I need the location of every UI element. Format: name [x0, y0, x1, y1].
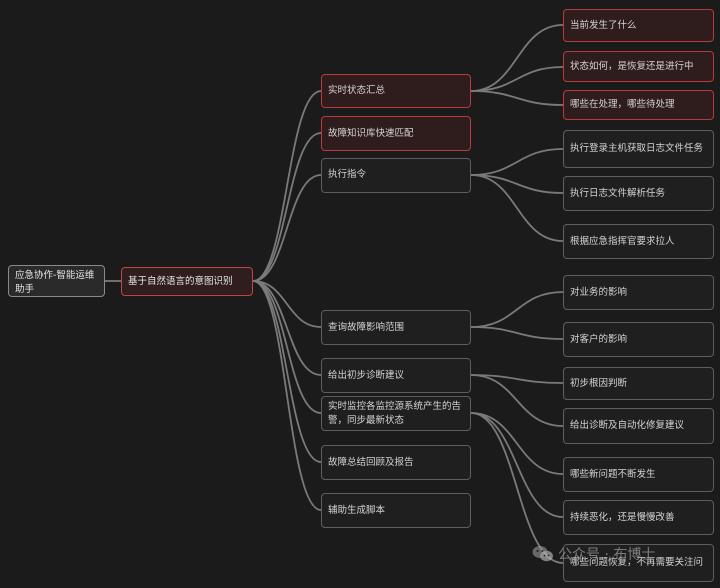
branch-node-fault-review[interactable]: 故障总结回顾及报告: [321, 445, 471, 480]
connector-center-branch: [252, 174, 322, 282]
branch-node-knowledge-match[interactable]: 故障知识库快速匹配: [321, 116, 471, 151]
connector-branch-leaf: [470, 24, 564, 92]
connector-branch-leaf: [470, 374, 564, 384]
branch-node-realtime-status[interactable]: 实时状态汇总: [321, 74, 471, 108]
connector-branch-leaf: [470, 291, 564, 328]
leaf-node-business-impact[interactable]: 对业务的影响: [563, 275, 714, 310]
root-label: 应急协作-智能运维助手: [15, 270, 95, 295]
connector-center-branch: [252, 280, 322, 328]
wechat-icon: [532, 545, 554, 563]
leaf-label: 对业务的影响: [570, 286, 628, 298]
connector-branch-leaf: [470, 174, 564, 242]
branch-label: 给出初步诊断建议: [328, 369, 405, 381]
connector-center-branch: [252, 280, 322, 463]
branch-node-monitoring-alerts[interactable]: 实时监控各监控源系统产生的告警，同步最新状态: [321, 396, 471, 431]
connector-branch-leaf: [470, 174, 564, 194]
branch-label: 故障总结回顾及报告: [328, 456, 414, 468]
leaf-node-processing[interactable]: 哪些在处理，哪些待处理: [563, 90, 714, 120]
leaf-node-customer-impact[interactable]: 对客户的影响: [563, 322, 714, 357]
connector-branch-leaf: [470, 148, 564, 176]
connector-center-branch: [252, 280, 322, 414]
leaf-node-status[interactable]: 状态如何，是恢复还是进行中: [563, 51, 714, 82]
connector-center-branch: [252, 280, 322, 511]
connector-branch-leaf: [470, 412, 564, 475]
leaf-label: 状态如何，是恢复还是进行中: [570, 60, 694, 72]
connector-branch-leaf: [470, 412, 564, 518]
leaf-node-log-parse-task[interactable]: 执行日志文件解析任务: [563, 176, 714, 211]
connector-branch-leaf: [470, 326, 564, 340]
branch-node-script-generation[interactable]: 辅助生成脚本: [321, 493, 471, 528]
connector-branch-leaf: [470, 374, 564, 427]
leaf-label: 持续恶化，还是慢慢改善: [570, 511, 675, 523]
leaf-label: 根据应急指挥官要求拉人: [570, 235, 675, 247]
root-node[interactable]: 应急协作-智能运维助手: [8, 265, 105, 297]
leaf-node-what-happened[interactable]: 当前发生了什么: [563, 9, 714, 42]
connector-branch-leaf: [470, 412, 564, 564]
leaf-label: 执行登录主机获取日志文件任务: [570, 143, 704, 154]
branch-node-impact-scope[interactable]: 查询故障影响范围: [321, 310, 471, 345]
watermark: 公众号 · 布博士: [532, 544, 655, 564]
center-node[interactable]: 基于自然语言的意图识别: [121, 267, 253, 296]
leaf-label: 初步根因判断: [570, 377, 628, 389]
leaf-label: 哪些问题恢复，不再需要关注问: [570, 557, 704, 568]
center-label: 基于自然语言的意图识别: [128, 275, 233, 287]
leaf-label: 执行日志文件解析任务: [570, 187, 666, 199]
leaf-label: 哪些新问题不断发生: [570, 468, 656, 480]
leaf-node-recovered-issues[interactable]: 哪些问题恢复，不再需要关注问: [563, 544, 714, 582]
leaf-node-new-issues[interactable]: 哪些新问题不断发生: [563, 457, 714, 492]
connector-center-branch: [252, 90, 322, 282]
leaf-node-root-cause[interactable]: 初步根因判断: [563, 367, 714, 400]
branch-node-initial-diagnosis[interactable]: 给出初步诊断建议: [321, 358, 471, 393]
leaf-label: 哪些在处理，哪些待处理: [570, 99, 675, 110]
connector-center-branch: [252, 280, 322, 376]
branch-label: 辅助生成脚本: [328, 504, 386, 516]
branch-node-execute-command[interactable]: 执行指令: [321, 158, 471, 193]
leaf-label: 对客户的影响: [570, 333, 628, 345]
branch-label: 实时状态汇总: [328, 85, 386, 96]
leaf-node-trend[interactable]: 持续恶化，还是慢慢改善: [563, 500, 714, 535]
connector-branch-leaf: [470, 66, 564, 92]
branch-label: 故障知识库快速匹配: [328, 127, 414, 139]
leaf-node-login-host-task[interactable]: 执行登录主机获取日志文件任务: [563, 130, 714, 168]
branch-label: 执行指令: [328, 169, 367, 180]
leaf-label: 给出诊断及自动化修复建议: [570, 420, 685, 431]
connector-center-branch: [252, 132, 322, 282]
leaf-node-pull-people[interactable]: 根据应急指挥官要求拉人: [563, 224, 714, 259]
watermark-text: 公众号 · 布博士: [558, 547, 656, 563]
leaf-node-diagnosis-repair[interactable]: 给出诊断及自动化修复建议: [563, 408, 714, 444]
branch-label: 查询故障影响范围: [328, 321, 405, 333]
connector-branch-leaf: [470, 90, 564, 106]
leaf-label: 当前发生了什么: [570, 19, 637, 31]
branch-label: 实时监控各监控源系统产生的告警，同步最新状态: [328, 400, 462, 426]
